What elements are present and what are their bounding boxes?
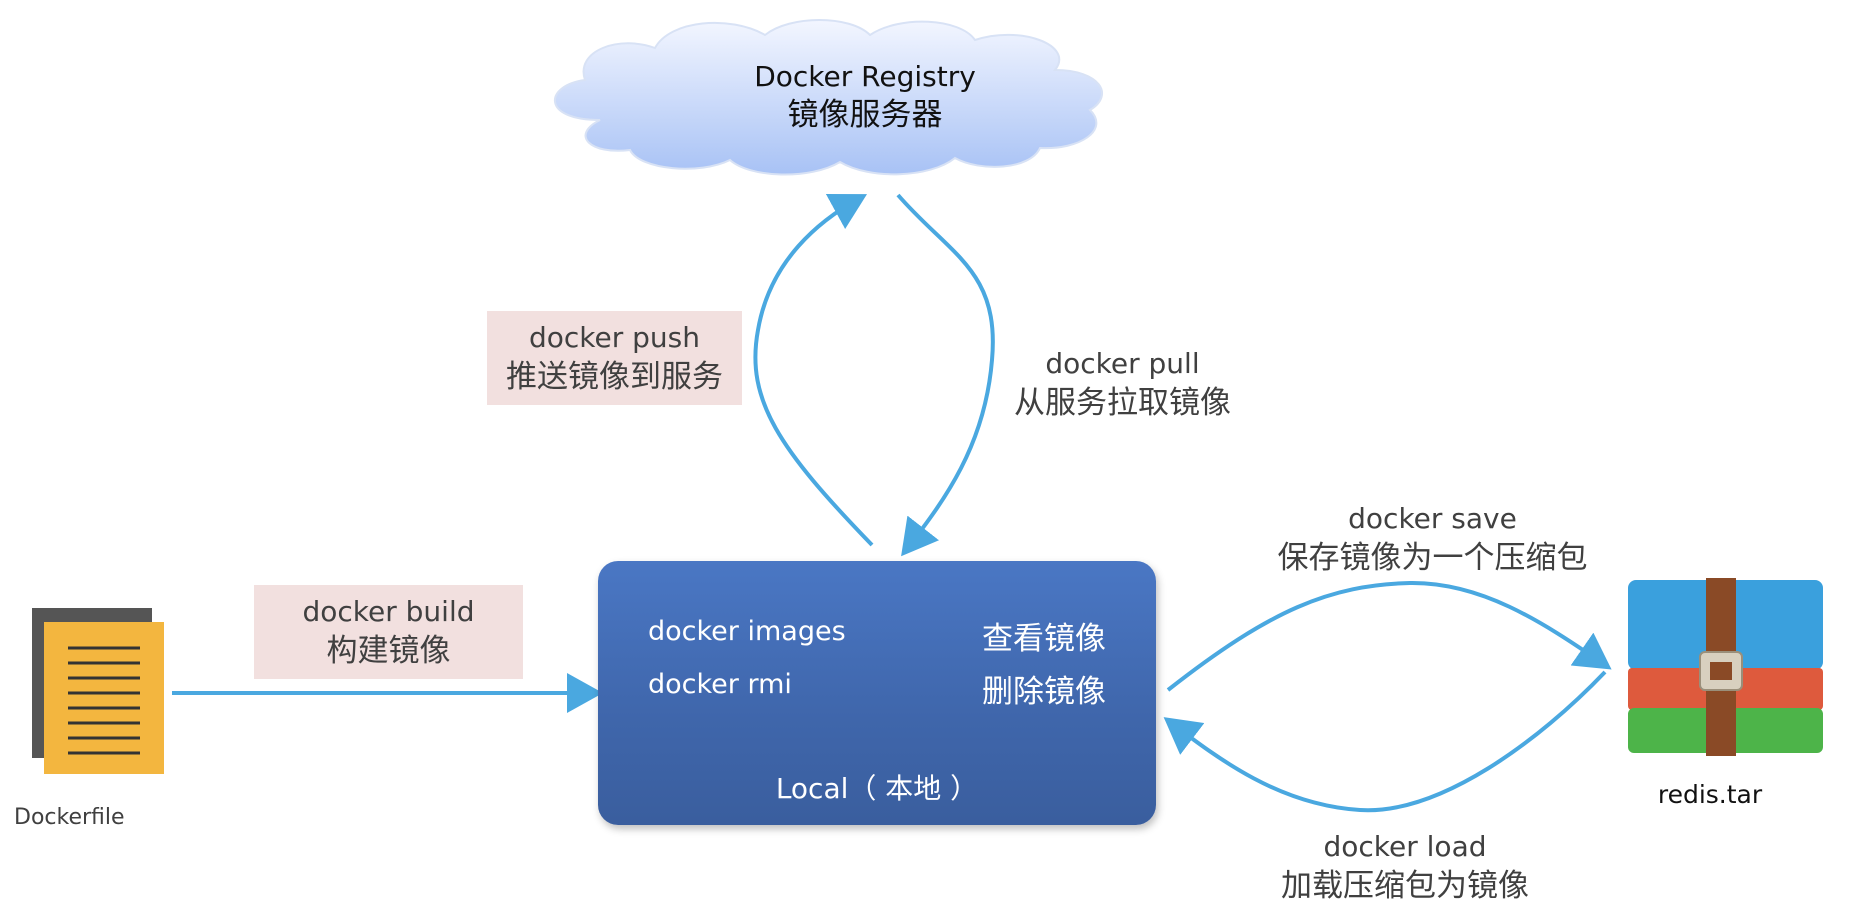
build-command: docker build [302, 595, 475, 628]
pull-label: docker pull 从服务拉取镜像 [1000, 345, 1245, 423]
save-label: docker save 保存镜像为一个压缩包 [1250, 500, 1615, 578]
rmi-command: docker rmi [648, 669, 792, 700]
local-footer: Local（ 本地 ） [775, 772, 979, 805]
pull-command: docker pull [1045, 347, 1200, 380]
registry-label: Docker Registry 镜像服务器 [665, 58, 1065, 134]
load-command: docker load [1323, 830, 1487, 863]
pull-description: 从服务拉取镜像 [1014, 385, 1231, 421]
dockerfile-caption: Dockerfile [14, 805, 125, 830]
push-command: docker push [528, 321, 700, 354]
load-label: docker load 加载压缩包为镜像 [1250, 828, 1560, 906]
rmi-description: 删除镜像 [982, 674, 1106, 710]
local-box: docker images 查看镜像 docker rmi 删除镜像 Local… [598, 561, 1156, 825]
archive-icon [1628, 578, 1823, 756]
pull-arrow [896, 193, 995, 557]
registry-cloud [554, 19, 1103, 176]
images-command: docker images [648, 616, 846, 647]
push-description: 推送镜像到服务 [506, 359, 723, 395]
archive-caption: redis.tar [1657, 780, 1763, 809]
load-description: 加载压缩包为镜像 [1281, 868, 1529, 904]
registry-subtitle: 镜像服务器 [787, 97, 943, 133]
save-arrow [1166, 580, 1612, 692]
push-arrow [753, 193, 874, 547]
build-description: 构建镜像 [326, 633, 451, 669]
images-description: 查看镜像 [982, 621, 1106, 657]
save-command: docker save [1348, 502, 1517, 535]
push-label: docker push 推送镜像到服务 [487, 311, 742, 405]
registry-title: Docker Registry [754, 60, 976, 93]
dockerfile-icon [32, 608, 164, 774]
load-arrow [1163, 670, 1607, 813]
save-description: 保存镜像为一个压缩包 [1277, 540, 1588, 576]
build-label: docker build 构建镜像 [254, 585, 523, 679]
